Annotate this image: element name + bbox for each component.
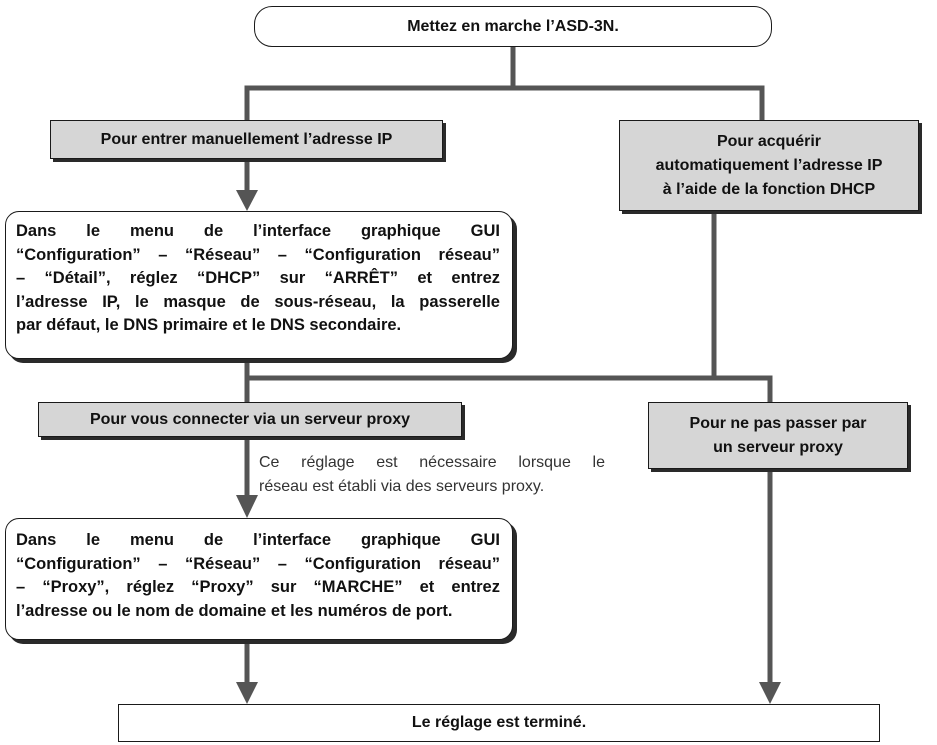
proxy-note: Ce réglage est nécessaire lorsque le rés… xyxy=(259,451,605,499)
proxy-label: Pour vous connecter via un serveur proxy xyxy=(89,410,411,428)
arrow-to-gui-network xyxy=(236,190,258,211)
proxy-node: Pour vous connecter via un serveur proxy xyxy=(38,402,462,437)
end-node: Le réglage est terminé. xyxy=(118,704,880,742)
no-proxy-line-1: Pour ne pas passer par xyxy=(689,414,867,432)
gui-network-node: Dans le menu de l’interface graphique GU… xyxy=(5,211,513,359)
manual-ip-label: Pour entrer manuellement l’adresse IP xyxy=(100,130,393,148)
gui-proxy-line-1: Dans le menu de l’interface graphique GU… xyxy=(16,531,500,549)
gui-network-line-1: Dans le menu de l’interface graphique GU… xyxy=(16,222,500,240)
gui-proxy-line-2: “Configuration” – “Réseau” – “Configurat… xyxy=(16,554,500,573)
gui-proxy-line-3: – “Proxy”, réglez “Proxy” sur “MARCHE” e… xyxy=(16,578,500,596)
gui-network-line-5: par défaut, le DNS primaire et le DNS se… xyxy=(16,316,402,334)
dhcp-node: Pour acquérir automatiquement l’adresse … xyxy=(619,120,919,211)
gui-proxy-line-4: l’adresse ou le nom de domaine et les nu… xyxy=(16,601,453,620)
dhcp-label-line-2: automatiquement l’adresse IP xyxy=(655,156,883,174)
dhcp-label-line-3: à l’aide de la fonction DHCP xyxy=(662,180,876,198)
dhcp-label-line-1: Pour acquérir xyxy=(716,132,821,150)
gui-proxy-node: Dans le menu de l’interface graphique GU… xyxy=(5,518,513,640)
manual-ip-node: Pour entrer manuellement l’adresse IP xyxy=(50,120,443,159)
start-node-label: Mettez en marche l’ASD-3N. xyxy=(407,17,619,35)
proxy-note-line-1: Ce réglage est nécessaire lorsque le xyxy=(259,454,605,471)
gui-network-line-3: – “Détail”, réglez “DHCP” sur “ARRÊT” et… xyxy=(16,269,500,287)
arrow-end-right xyxy=(759,682,781,704)
arrow-to-gui-proxy xyxy=(236,495,258,518)
no-proxy-line-2: un serveur proxy xyxy=(713,438,843,456)
gui-network-line-4: l’adresse IP, le masque de sous-réseau, … xyxy=(16,292,500,311)
end-node-label: Le réglage est terminé. xyxy=(411,714,587,731)
no-proxy-node: Pour ne pas passer par un serveur proxy xyxy=(648,402,908,469)
arrow-end-left xyxy=(236,682,258,704)
proxy-note-line-2: réseau est établi via des serveurs proxy… xyxy=(259,478,545,495)
start-node: Mettez en marche l’ASD-3N. xyxy=(254,6,772,47)
gui-network-line-2: “Configuration” – “Réseau” – “Configurat… xyxy=(16,245,500,264)
